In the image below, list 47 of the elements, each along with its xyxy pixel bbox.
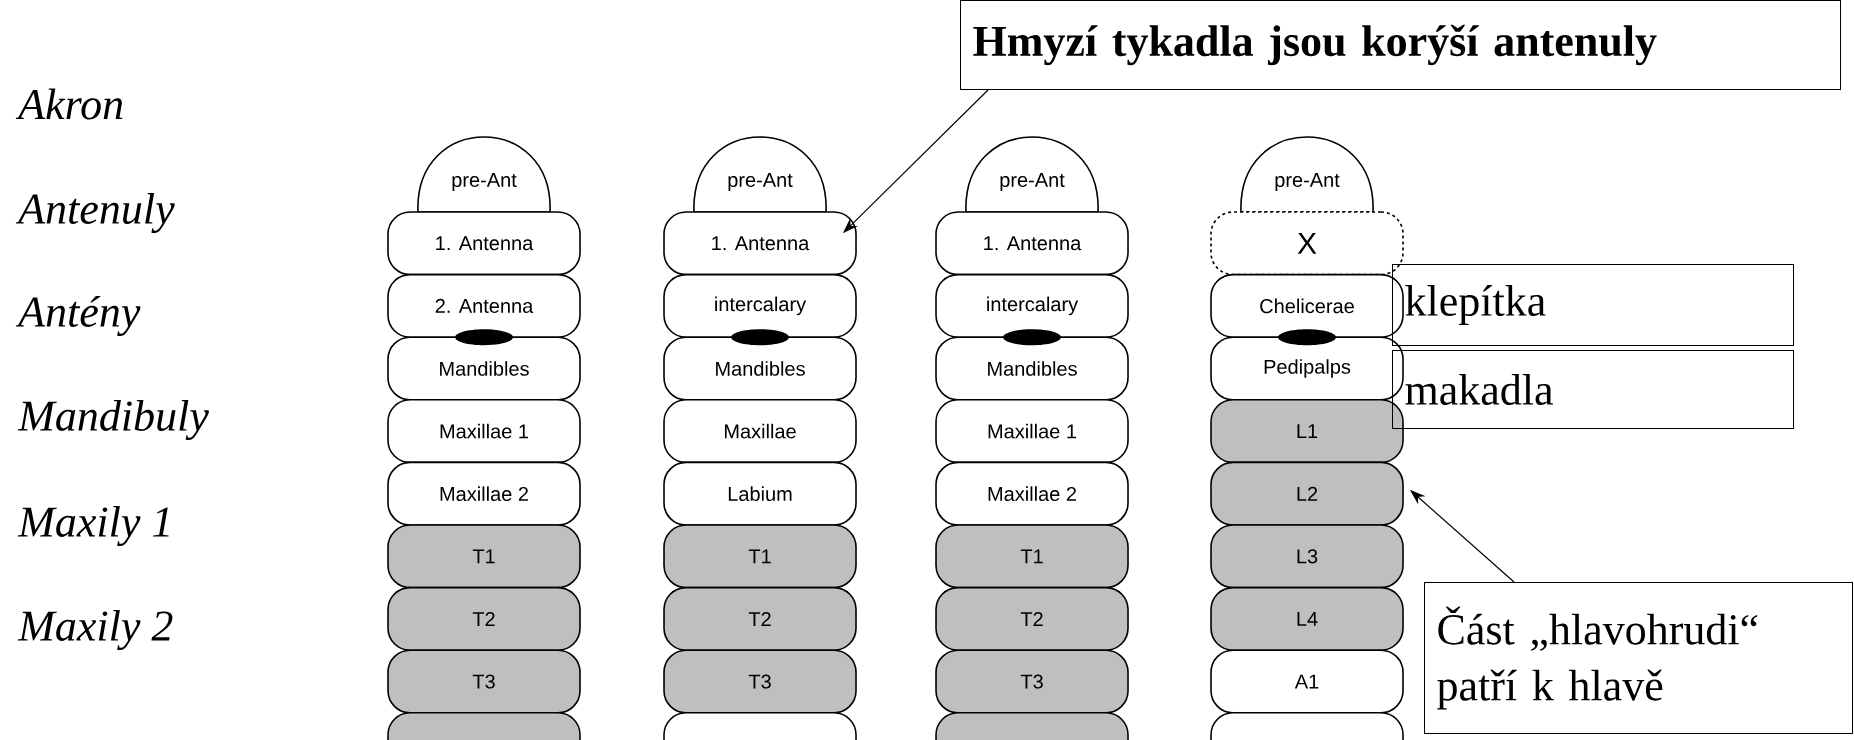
segment: 1. Antenna [935, 211, 1129, 276]
label-box: Část „hlavohrudi“ patří k hlavě [1424, 582, 1853, 734]
segment: T2 [387, 586, 581, 651]
segment: Pedipalps [1210, 336, 1404, 401]
title-box: Hmyzí tykadla jsou korýší antenuly [960, 0, 1841, 90]
segment [663, 712, 857, 740]
segment: L2 [1210, 461, 1404, 526]
segment: T1 [387, 524, 581, 589]
row-label: Maxily 2 [17, 610, 173, 650]
row-label: Akron [15, 88, 123, 120]
segment: Maxillae 2 [387, 461, 581, 526]
label-box: klepítka [1392, 264, 1794, 346]
segment: Maxillae 1 [387, 399, 581, 464]
segment: T1 [935, 524, 1129, 589]
segment: X [1210, 211, 1404, 276]
segment: Maxillae [663, 399, 857, 464]
segment: Mandibles [935, 336, 1129, 401]
segment: T3 [387, 649, 581, 714]
row-label: Antény [15, 296, 141, 337]
head-dome: pre-Ant [1240, 136, 1374, 213]
segment [935, 712, 1129, 740]
segment: T3 [663, 649, 857, 714]
segment [1210, 712, 1404, 740]
segment: T1 [663, 524, 857, 589]
segment: A1 [1210, 649, 1404, 714]
segment: L4 [1210, 586, 1404, 651]
row-label: Mandibuly [17, 400, 209, 440]
segment: intercalary [935, 273, 1129, 338]
label-box: makadla [1392, 350, 1794, 429]
segment: T3 [935, 649, 1129, 714]
segment: Mandibles [663, 336, 857, 401]
segment: 1. Antenna [663, 211, 857, 276]
segment: intercalary [663, 273, 857, 338]
segment: L3 [1210, 524, 1404, 589]
segment: 2. Antenna [387, 273, 581, 338]
segment: Chelicerae [1210, 273, 1404, 338]
row-label: Antenuly [15, 193, 175, 233]
segment: Maxillae 2 [935, 461, 1129, 526]
segment: Mandibles [387, 336, 581, 401]
segment [387, 712, 581, 740]
segment: Labium [663, 461, 857, 526]
segment: T2 [663, 586, 857, 651]
segment: T2 [935, 586, 1129, 651]
row-label: Maxily 1 [17, 506, 169, 546]
segment: L1 [1210, 399, 1404, 464]
segment: 1. Antenna [387, 211, 581, 276]
segment: Maxillae 1 [935, 399, 1129, 464]
